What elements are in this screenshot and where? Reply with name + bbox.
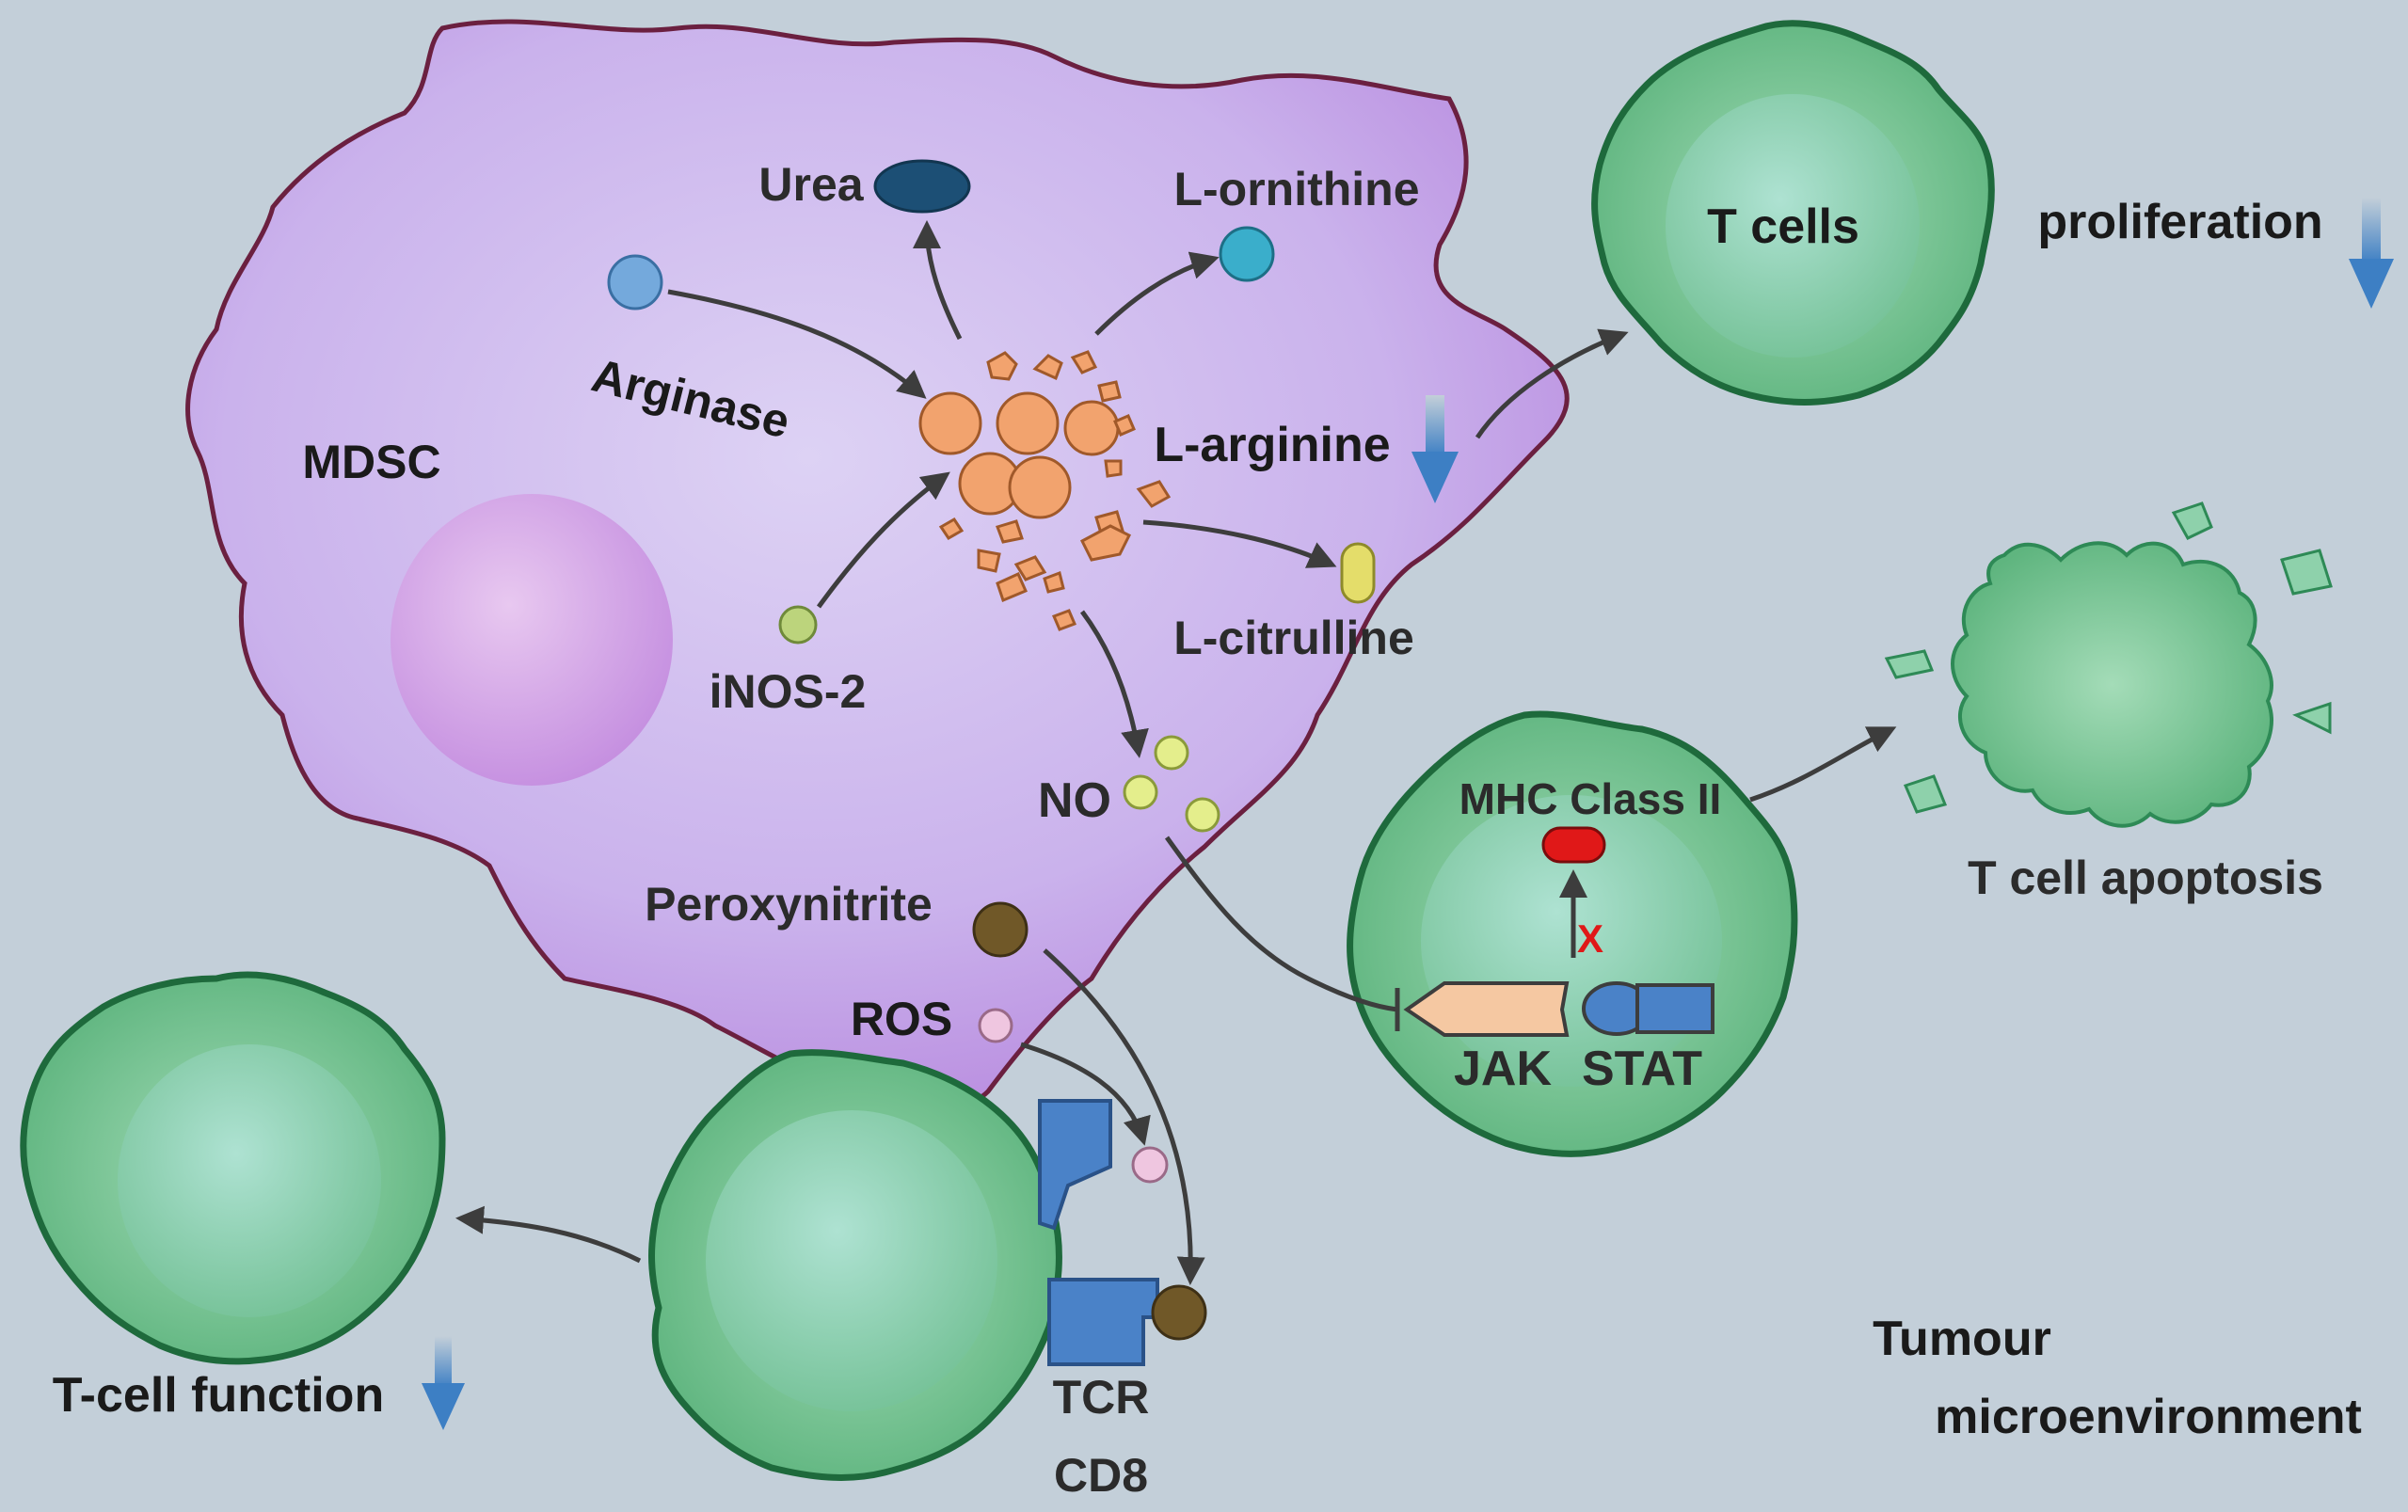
t-cell-bottom-left (20, 971, 446, 1365)
block-mark: X (1577, 916, 1603, 961)
ros-bound-molecule (1131, 1146, 1169, 1184)
label-inos2: iNOS-2 (710, 665, 867, 718)
label-proliferation: proliferation (2037, 195, 2322, 249)
label-stat: STAT (1582, 1042, 1702, 1096)
down-arrow-proliferation (2349, 198, 2394, 309)
inos2-molecule (778, 605, 818, 645)
stat-shape-body (1635, 983, 1714, 1034)
arrow-inos2 (816, 471, 950, 609)
label-urea: Urea (758, 158, 864, 211)
t-cell-apoptotic (1884, 501, 2333, 828)
label-l-citrulline: L-citrulline (1173, 612, 1414, 664)
ros-molecule (978, 1008, 1013, 1043)
l-citrulline-molecule (1340, 542, 1376, 604)
label-peroxynitrite: Peroxynitrite (645, 878, 933, 931)
label-tcr: TCR (1053, 1371, 1150, 1424)
label-t-cells: T cells (1707, 199, 1859, 254)
down-arrow-t-cell-function (422, 1336, 465, 1430)
arrow-to-t-cell-function (455, 1205, 642, 1264)
no-molecules (1123, 735, 1220, 833)
arrow-to-t-cells (1475, 328, 1629, 439)
label-t-cell-apoptosis: T cell apoptosis (1968, 851, 2323, 904)
label-no: NO (1038, 773, 1111, 828)
label-cd8: CD8 (1054, 1449, 1148, 1502)
label-l-arginine: L-arginine (1154, 418, 1390, 472)
label-microenvironment: microenvironment (1935, 1390, 2362, 1444)
arginase-molecule (607, 254, 663, 310)
arrow-to-no (1079, 610, 1149, 758)
arrow-to-l-citrulline (1142, 519, 1337, 568)
label-ros: ROS (851, 993, 952, 1045)
cd8-receptor (1047, 1278, 1159, 1366)
mhc-class-ii-molecule (1541, 826, 1606, 864)
label-jak: JAK (1454, 1042, 1552, 1096)
mdsc-nucleus (391, 494, 673, 786)
peroxynitrite-molecule (972, 901, 1029, 958)
label-mhc-class-ii: MHC Class II (1459, 774, 1722, 823)
arrow-to-urea (913, 220, 963, 341)
down-arrow-l-arginine (1411, 395, 1459, 503)
l-arginine-cluster (918, 350, 1172, 631)
urea-molecule (873, 159, 971, 214)
mdsc-cell (185, 19, 1570, 1112)
tcr-receptor (1038, 1099, 1112, 1231)
arrow-arginase (667, 289, 927, 399)
inhibit-line-no-jak (1164, 836, 1398, 1012)
arrow-to-l-ornithine (1094, 251, 1220, 336)
mdsc-membrane (185, 19, 1570, 1112)
label-mdsc: MDSC (302, 436, 440, 488)
t-cell-bottom-center (648, 1049, 1062, 1481)
l-ornithine-molecule (1219, 226, 1275, 282)
label-l-ornithine: L-ornithine (1173, 163, 1419, 215)
label-tumour: Tumour (1873, 1312, 2051, 1366)
t-cell-top-right (1591, 20, 1995, 406)
arrow-ros (1020, 1042, 1151, 1146)
arrow-peroxynitrite (1043, 948, 1205, 1285)
label-t-cell-function: T-cell function (53, 1368, 384, 1423)
arrow-to-apoptosis (1749, 726, 1897, 803)
jak-shape (1403, 981, 1570, 1037)
peroxynitrite-bound-molecule (1151, 1284, 1207, 1341)
pathway-arrows (455, 220, 1897, 1285)
